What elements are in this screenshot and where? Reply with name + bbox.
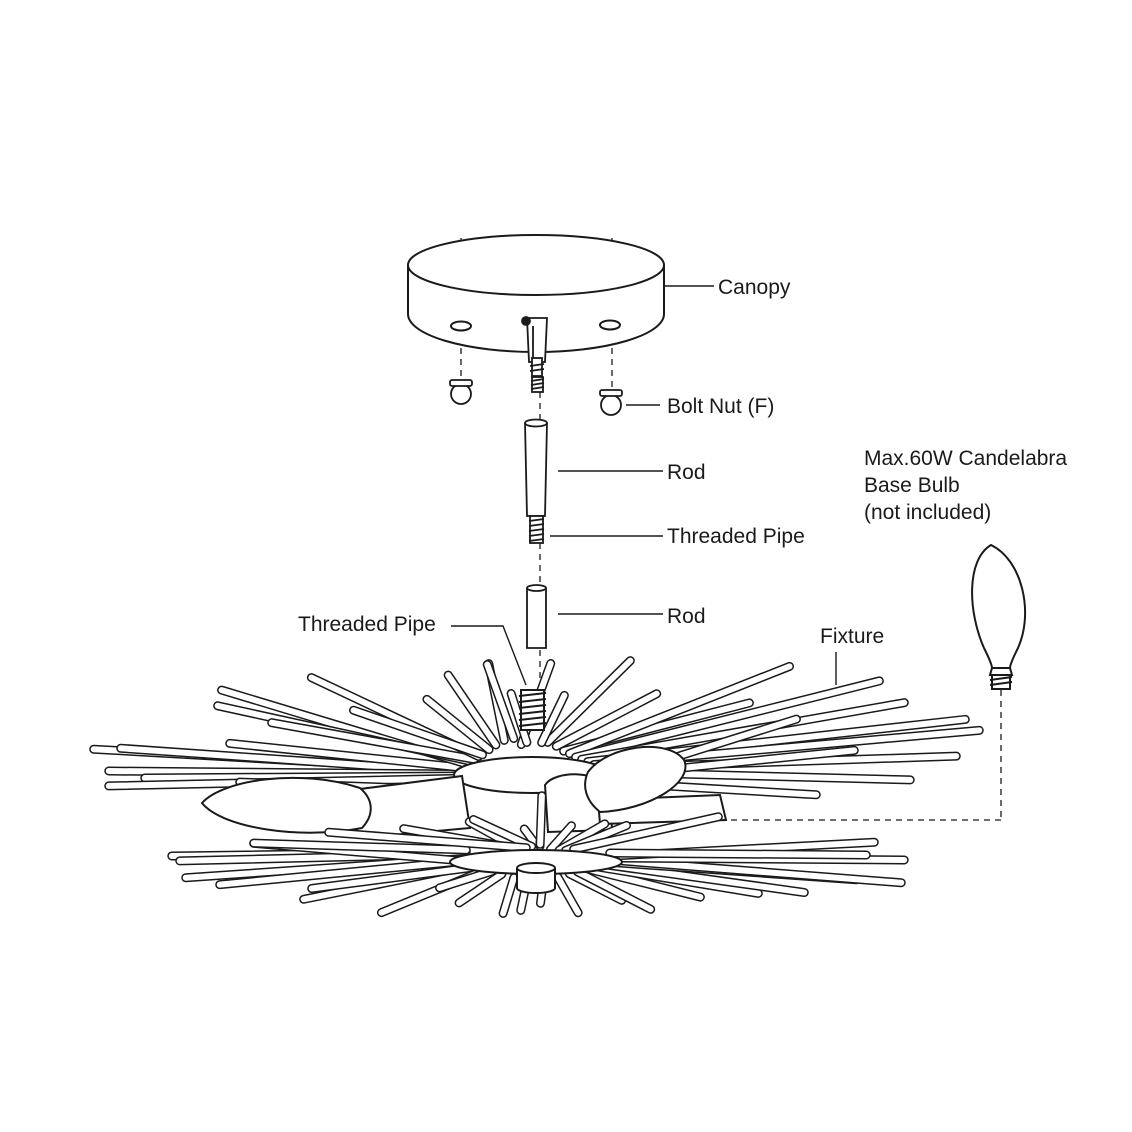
- fixture-spike-rod: [482, 660, 519, 743]
- bulb-spec-line-1: Max.60W Candelabra: [864, 447, 1068, 470]
- bulb-spec-line-2: Base Bulb: [864, 474, 960, 497]
- bulb-spec-note: Max.60W Candelabra Base Bulb (not includ…: [864, 445, 1067, 526]
- fixture-spikes-back: [89, 656, 984, 800]
- fixture-spike-rod: [605, 848, 871, 860]
- label-fixture: Fixture: [820, 625, 885, 648]
- canopy: [407, 234, 665, 353]
- label-rod-upper: Rod: [667, 461, 706, 484]
- leader-lines: [451, 285, 837, 686]
- fixture-spike-rod: [443, 670, 501, 750]
- fixture-spikes-front: [167, 791, 909, 918]
- fixture-spike-rod: [551, 689, 662, 751]
- fixture-spike-rod: [324, 827, 531, 853]
- bolt-nuts: [449, 379, 623, 416]
- lower-rod: [526, 584, 547, 649]
- candelabra-bulb-icon: [971, 543, 1026, 690]
- fixture-bottom-plate: [449, 849, 623, 894]
- label-threaded-pipe-right: Threaded Pipe: [667, 525, 805, 548]
- label-canopy: Canopy: [718, 276, 791, 299]
- candle-bulbs-installed: [200, 745, 687, 834]
- fixture-spike-rod: [535, 791, 547, 849]
- fixture-spike-rod: [537, 690, 569, 748]
- fixture-spike-rod: [249, 838, 471, 855]
- fixture-spike-rod: [349, 705, 487, 760]
- fixture-spike-rod: [564, 661, 795, 759]
- label-bolt-nut: Bolt Nut (F): [667, 395, 775, 418]
- fixture-spike-rod: [468, 815, 537, 851]
- bulb-spec-line-3: (not included): [864, 501, 992, 524]
- fixture-spike-rod: [571, 676, 884, 762]
- label-threaded-pipe-left: Threaded Pipe: [298, 613, 436, 636]
- canopy-stud: [521, 316, 548, 393]
- label-rod-lower: Rod: [667, 605, 706, 628]
- upper-rod: [524, 418, 548, 544]
- fixture-spike-rod: [422, 694, 494, 755]
